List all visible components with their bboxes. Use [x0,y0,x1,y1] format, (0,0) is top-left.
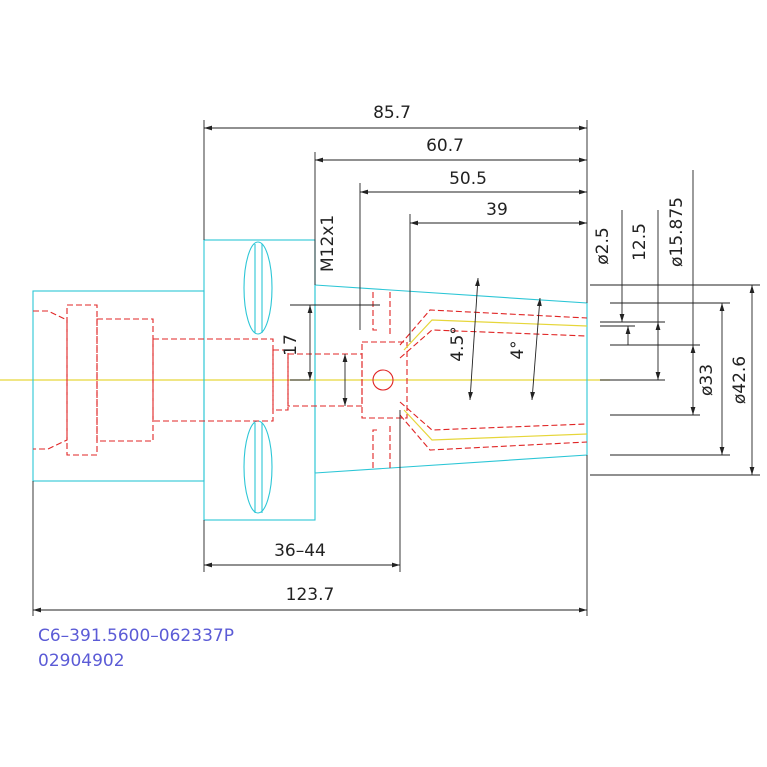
dim-dia-33: ø33 [697,364,717,396]
part-code: C6–391.5600–062337P [38,626,234,646]
dim-39: 39 [486,200,508,220]
dim-4-deg: 4° [508,340,528,359]
internal-bore [33,292,588,468]
dim-m12x1: M12x1 [318,215,338,272]
dim-60-7: 60.7 [426,136,464,156]
dim-17: 17 [281,334,301,356]
dim-36-44: 36–44 [274,541,326,561]
dimension-lines [33,125,755,613]
body-outline [32,239,588,521]
dim-dia-2-5: ø2.5 [593,227,613,264]
part-number: 02904902 [38,651,125,671]
dim-12-5: 12.5 [630,223,650,261]
dim-123-7: 123.7 [286,585,335,605]
extension-lines [32,120,760,616]
dim-50-5: 50.5 [449,169,487,189]
dim-dia-15-875: ø15.875 [667,197,687,267]
dim-85-7: 85.7 [373,103,411,123]
dim-dia-42-6: ø42.6 [730,356,750,404]
dim-4-5-deg: 4.5° [448,326,468,362]
